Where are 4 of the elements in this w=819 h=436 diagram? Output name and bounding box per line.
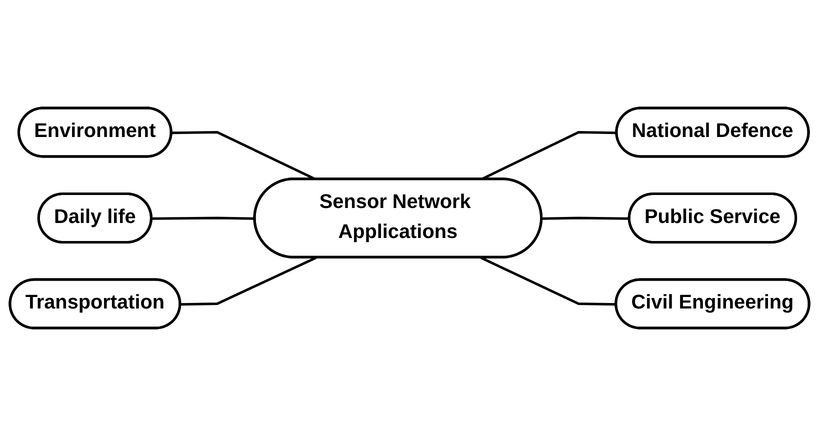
connector — [480, 256, 617, 306]
connector — [152, 216, 256, 220]
connector — [542, 216, 630, 220]
connector — [180, 256, 317, 306]
